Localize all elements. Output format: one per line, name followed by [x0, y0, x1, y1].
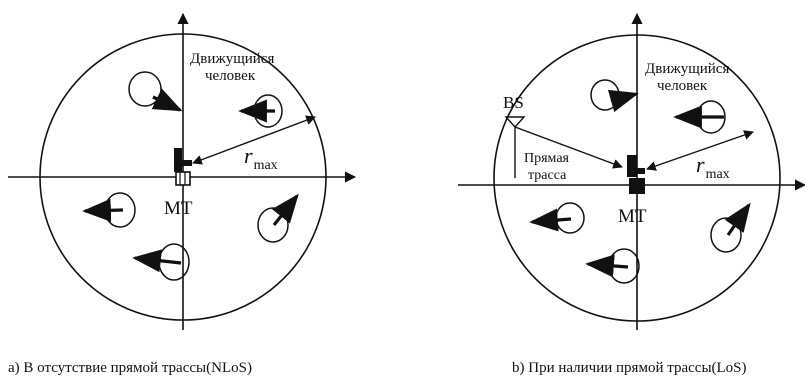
- moving-person-label: Движущийся: [190, 51, 274, 67]
- los-diagram: Движущийся человек BS Прямая трасса rmax…: [458, 12, 805, 330]
- nlos-diagram: Движущийся человек rmax MT: [8, 12, 357, 330]
- radius-arrow: [646, 130, 754, 171]
- moving-person-icon: [257, 193, 299, 243]
- base-station-label: BS: [503, 93, 524, 112]
- direct-path-arrow: [514, 126, 623, 169]
- moving-person-icon: [673, 100, 726, 134]
- moving-person-icon: [128, 71, 183, 112]
- terminal-label: MT: [164, 198, 193, 219]
- moving-person-label: Движущийся: [645, 61, 729, 77]
- moving-person-icon: [132, 243, 190, 281]
- direct-path-label: Прямая: [524, 151, 570, 166]
- radius-label: rmax: [696, 152, 730, 182]
- moving-person-label-line2: человек: [205, 68, 256, 84]
- moving-person-icon: [529, 202, 585, 234]
- direct-path-label-line2: трасса: [528, 168, 567, 183]
- nlos-caption: a) В отсутствие прямой трассы(NLoS): [8, 360, 252, 376]
- moving-person-icon: [710, 202, 751, 253]
- radius-arrow: [192, 115, 316, 165]
- los-caption: b) При наличии прямой трассы(LoS): [512, 360, 747, 376]
- moving-person-icon: [238, 94, 283, 128]
- terminal-label: MT: [618, 206, 647, 227]
- base-station-icon: [504, 116, 526, 178]
- moving-person-icon: [82, 192, 136, 228]
- moving-person-icon: [590, 79, 639, 113]
- radius-label: rmax: [244, 143, 278, 173]
- moving-person-icon: [585, 248, 640, 284]
- mobile-terminal-icon: [627, 155, 645, 194]
- moving-person-label-line2: человек: [657, 78, 708, 94]
- mobile-terminal-icon: [174, 148, 192, 186]
